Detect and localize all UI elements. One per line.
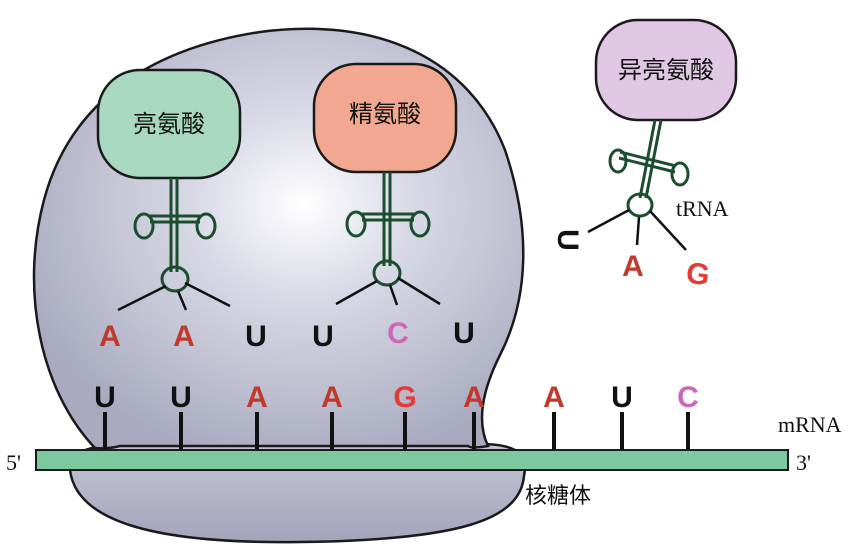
anticodon-left-3: U bbox=[245, 320, 267, 353]
anticodon-left-2: A bbox=[173, 320, 195, 353]
codon-base-6: A bbox=[463, 381, 485, 414]
codon-base-3: A bbox=[246, 381, 268, 414]
codon-base-1: U bbox=[94, 381, 116, 414]
amino-acid-label-free: 异亮氨酸 bbox=[618, 56, 714, 84]
trna-cloverleaf-left bbox=[133, 178, 217, 293]
three-prime-label: 3' bbox=[796, 450, 811, 475]
codon-base-4: A bbox=[321, 381, 343, 414]
trna-middle: 精氨酸 U C U bbox=[312, 62, 475, 353]
codon-sticks bbox=[103, 412, 690, 450]
mrna-label: mRNA bbox=[778, 412, 842, 437]
anticodon-free-1: U bbox=[551, 229, 584, 251]
trna-free: 异亮氨酸 U A G bbox=[551, 18, 738, 293]
anticodon-middle-2: C bbox=[387, 317, 409, 350]
amino-acid-box-left bbox=[96, 68, 242, 180]
five-prime-label: 5' bbox=[6, 450, 21, 475]
codon-base-9: C bbox=[677, 381, 699, 414]
codon-base-7: A bbox=[543, 381, 565, 414]
trna-cloverleaf-middle bbox=[345, 172, 431, 287]
amino-acid-box-free bbox=[594, 18, 738, 122]
amino-acid-label-left: 亮氨酸 bbox=[133, 110, 205, 138]
anticodon-middle-1: U bbox=[312, 320, 334, 353]
codon-base-5: G bbox=[393, 381, 416, 414]
trna-left: 亮氨酸 A A U bbox=[96, 68, 267, 353]
trna-cloverleaf-free bbox=[608, 119, 690, 218]
anticodon-left-1: A bbox=[99, 320, 121, 353]
codon-base-8: U bbox=[611, 381, 633, 414]
mrna-strand bbox=[35, 449, 789, 471]
amino-acid-label-middle: 精氨酸 bbox=[349, 100, 421, 128]
codon-letters: U U A A G A A U C bbox=[94, 381, 699, 414]
anticodon-free-3: G bbox=[684, 257, 712, 293]
anticodon-middle-3: U bbox=[453, 317, 475, 350]
codon-base-2: U bbox=[170, 381, 192, 414]
ribosome-label: 核糖体 bbox=[525, 484, 591, 509]
trna-label: tRNA bbox=[676, 196, 729, 221]
anticodon-free-2: A bbox=[622, 250, 644, 283]
